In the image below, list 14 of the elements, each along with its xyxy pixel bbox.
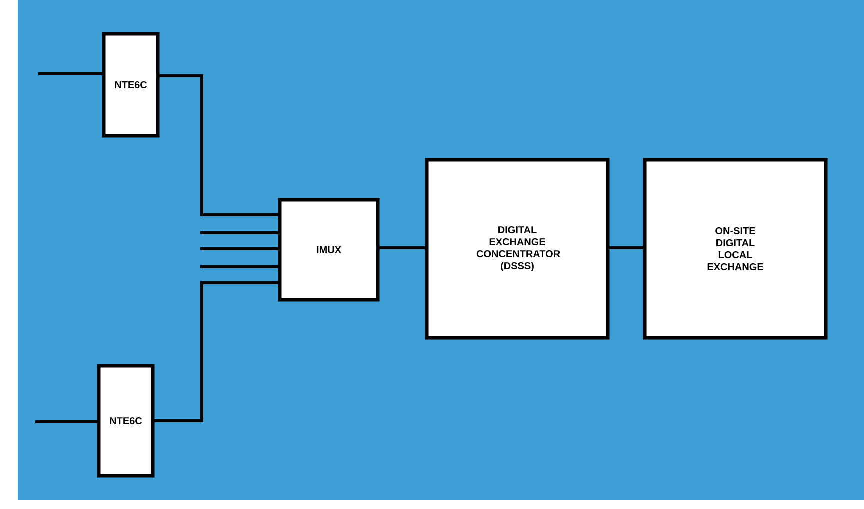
connector-line: [200, 248, 280, 250]
block-box: NTE6C: [102, 32, 160, 138]
block-box: NTE6C: [97, 364, 155, 478]
block-box: IMUX: [278, 198, 380, 302]
block-box: ON-SITE DIGITAL LOCAL EXCHANGE: [643, 158, 828, 340]
block-box: DIGITAL EXCHANGE CONCENTRATOR (DSSS): [425, 158, 610, 340]
connector-line: [38, 72, 104, 76]
connector-line: [200, 232, 280, 234]
connector-line: [158, 74, 280, 216]
connector-line: [378, 246, 427, 250]
connector-line: [608, 246, 645, 250]
connector-line: [153, 282, 280, 422]
connector-line: [200, 266, 280, 268]
connector-line: [36, 420, 99, 424]
